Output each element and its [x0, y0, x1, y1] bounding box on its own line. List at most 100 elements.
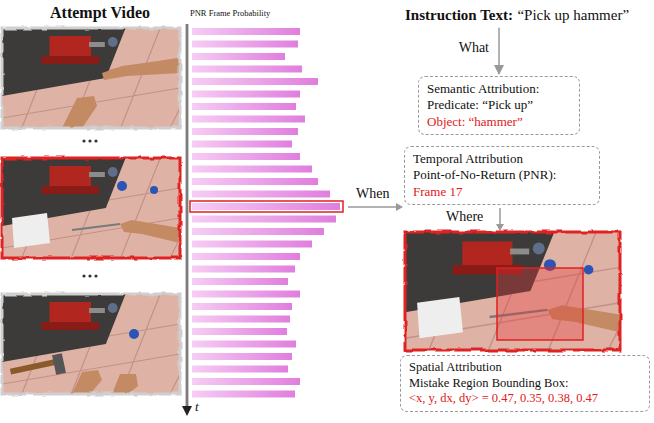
illustration-part [150, 186, 158, 194]
illustration-part [405, 232, 644, 350]
illustration-part [117, 181, 127, 191]
illustration-part [192, 303, 292, 310]
illustration-part [187, 24, 188, 408]
node-text: Mistake Region Bounding Box: [409, 376, 641, 392]
illustration-part [192, 78, 318, 85]
flow-arrow [498, 28, 500, 74]
illustration-part [192, 41, 298, 48]
video-frame-highlighted [2, 158, 200, 258]
illustration-part [192, 291, 300, 298]
illustration-part [2, 294, 180, 394]
illustration-part [82, 274, 85, 277]
illustration-part [405, 232, 620, 350]
temporal-box: Temporal AttributionPoint-of-No-Return (… [404, 146, 600, 205]
pnr-frame-crop [405, 232, 644, 350]
illustration-part [192, 228, 324, 235]
node-heading: Semantic Attribution: [427, 81, 571, 97]
where-arrow [496, 208, 504, 231]
illustration-part [192, 28, 300, 35]
axis-label: t [195, 399, 199, 415]
illustration-part [396, 203, 403, 211]
illustration-part [10, 358, 60, 374]
illustration-part [584, 265, 594, 274]
illustration-part [192, 253, 300, 260]
node-text: Point-of-No-Return (PNR): [413, 167, 591, 183]
illustration-part [72, 370, 102, 394]
illustration-part [82, 139, 85, 142]
illustration-part [94, 139, 97, 142]
illustration-part [192, 203, 340, 210]
illustration-part [496, 224, 504, 231]
illustration-part [12, 213, 50, 248]
illustration-part [2, 158, 180, 258]
illustration-part [499, 208, 501, 225]
pnr-highlight [190, 201, 343, 212]
arrow-label: Where [446, 209, 483, 226]
node-heading: Temporal Attribution [413, 151, 591, 167]
illustration-part [192, 241, 312, 248]
illustration-part [192, 91, 300, 98]
illustration-part [88, 139, 91, 142]
illustration-part [2, 28, 180, 128]
node-text: “Pick up hammer” [517, 7, 629, 23]
when-arrow [348, 203, 403, 211]
illustration-part [129, 329, 139, 339]
illustration-part [102, 58, 180, 80]
illustration-part [192, 178, 318, 185]
video-frame [2, 294, 200, 394]
illustration-part [405, 232, 620, 350]
node-text: Frame 17 [413, 184, 591, 200]
illustration-part [192, 266, 295, 273]
illustration-part [2, 158, 180, 258]
illustration-part [192, 191, 330, 198]
illustration-part [112, 374, 138, 394]
illustration-part [88, 274, 91, 277]
illustration-part [192, 66, 302, 73]
illustration-part [52, 353, 66, 375]
illustration-part [192, 103, 296, 110]
panel-title: Attempt Video [50, 3, 150, 22]
illustration-part [192, 341, 296, 348]
illustration-part [2, 28, 180, 128]
illustration-part [192, 116, 305, 123]
illustration-part [192, 278, 288, 285]
arrow-label: What [459, 40, 489, 57]
illustration-part [348, 206, 396, 208]
illustration-part [192, 316, 290, 323]
illustration-part [182, 406, 192, 416]
illustration-part [192, 353, 292, 360]
node-text: Object: “hammer” [427, 114, 571, 130]
illustration-part [2, 158, 180, 258]
illustration-part [192, 128, 298, 135]
axis-title: PNR Frame Probability [190, 8, 270, 18]
illustration-part [192, 366, 288, 373]
illustration-part [2, 294, 180, 394]
node-text: <x, y, dx, dy> = 0.47, 0.35, 0.38, 0.47 [409, 391, 641, 407]
illustration-part [192, 166, 312, 173]
mistake-bbox [497, 268, 583, 340]
illustration-part [192, 216, 336, 223]
illustration-part [2, 28, 180, 128]
illustration-part [192, 141, 292, 148]
illustration-part [192, 53, 285, 60]
illustration-part [72, 224, 120, 230]
spatial-box: Spatial AttributionMistake Region Boundi… [400, 355, 650, 412]
time-axis [182, 24, 192, 416]
node-heading: Spatial Attribution [409, 360, 641, 376]
semantic-box: Semantic Attribution:Predicate: “Pick up… [418, 76, 580, 135]
arrow-label: When [356, 186, 389, 203]
video-frame [2, 28, 200, 128]
illustration-part [2, 294, 180, 394]
illustration-part [94, 274, 97, 277]
illustration-part [192, 391, 295, 398]
instruction-text: Instruction Text:“Pick up hammer” [405, 6, 629, 25]
node-text: Predicate: “Pick up” [427, 97, 571, 113]
illustration-part [192, 378, 300, 385]
illustration-part [192, 153, 300, 160]
illustration-part [417, 297, 463, 338]
illustration-part [62, 96, 97, 128]
illustration-part [405, 232, 620, 350]
illustration-part [185, 24, 189, 408]
illustration-part [120, 220, 180, 243]
